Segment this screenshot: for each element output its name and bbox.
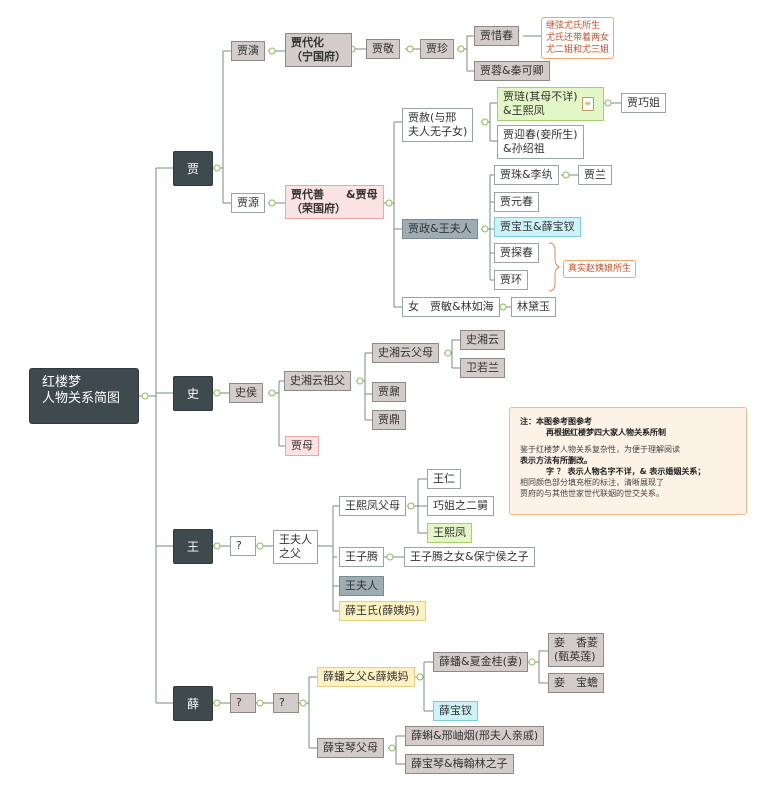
node-xue-ke[interactable]: 薛蝌&邢岫烟(邢夫人亲戚) [405, 726, 545, 746]
node-jia-zheng[interactable]: 贾政&王夫人 [402, 219, 478, 239]
node-jia-daishan[interactable]: 贾代善 &贾母 （荣国府） [285, 185, 384, 219]
surname-jia[interactable]: 贾 [173, 151, 213, 186]
node-shi-hou[interactable]: 史侯 [229, 383, 263, 403]
node-shi-xiangyun[interactable]: 史湘云 [460, 330, 505, 350]
node-lin-daiyu[interactable]: 林黛玉 [511, 297, 556, 317]
node-jia-zhen[interactable]: 贾珍 [420, 39, 454, 59]
node-wang-xifeng[interactable]: 王熙凤 [427, 523, 472, 543]
node-jia-lan[interactable]: 贾兰 [578, 165, 612, 185]
node-jia-she[interactable]: 贾赦(与邢 夫人无子女) [402, 108, 474, 142]
node-jia-jing[interactable]: 贾敬 [366, 39, 400, 59]
node-shi-nai[interactable]: 贾鼎 [372, 410, 406, 430]
node-xue-baoqin-parents[interactable]: 薛宝琴父母 [317, 738, 384, 758]
root-topic[interactable]: 红楼梦 人物关系简图 [29, 368, 139, 424]
node-shi-jiamu[interactable]: 贾母 [285, 436, 319, 456]
surname-shi[interactable]: 史 [173, 376, 213, 411]
node-wang-ziteng-daughter[interactable]: 王子腾之女&保宁侯之子 [404, 547, 535, 567]
node-wang-qiaojie-uncle[interactable]: 巧姐之二舅 [427, 496, 494, 516]
node-wang-father[interactable]: 王夫人 之父 [273, 530, 318, 564]
surname-xue[interactable]: 薛 [173, 686, 213, 721]
node-jia-yan[interactable]: 贾演 [231, 41, 265, 61]
node-shi-ding[interactable]: 贾鼐 [372, 382, 406, 402]
node-jia-tanchun[interactable]: 贾探春 [494, 243, 539, 263]
node-xue-baochan[interactable]: 妾 宝蟾 [548, 673, 604, 693]
node-jia-baoyu[interactable]: 贾宝玉&薛宝钗 [494, 217, 581, 237]
node-wang-ren[interactable]: 王仁 [427, 469, 461, 489]
node-wei-ruolan[interactable]: 卫若兰 [460, 358, 505, 378]
node-xue-unknown-2[interactable]: ? [273, 693, 299, 713]
node-jia-rong[interactable]: 贾蓉&秦可卿 [474, 61, 550, 81]
memo-line-5: 字 ？ 表示人物名字不详，& 表示婚姻关系； [546, 467, 706, 476]
node-xue-xiangling[interactable]: 妾 香菱 (甄英莲) [548, 633, 604, 667]
node-jia-yingchun[interactable]: 贾迎春(妾所生) &孙绍祖 [497, 125, 584, 159]
note-zhao: 真实赵姨娘所生 [563, 260, 637, 278]
node-wang-unknown[interactable]: ? [230, 536, 256, 556]
node-jia-min[interactable]: 女 贾敏&林如海 [402, 297, 500, 317]
node-xue-pan-parents[interactable]: 薛蟠之父&薛姨妈 [317, 667, 415, 687]
node-shi-grandfather[interactable]: 史湘云祖父 [284, 371, 351, 391]
memo-line-2: 再根据红楼梦四大家人物关系所制 [546, 428, 666, 437]
node-xue-baoqin[interactable]: 薛宝琴&梅翰林之子 [405, 754, 514, 774]
memo-line-1: 注：本图参考图参考 [520, 417, 592, 426]
memo-line-6: 相同颜色部分填充框的标注，清晰展现了 [520, 478, 664, 487]
memo-line-7: 贾府的与其他世家世代联姻的世交关系。 [520, 489, 664, 498]
node-xue-baochai[interactable]: 薛宝钗 [433, 701, 478, 721]
node-jia-yuan[interactable]: 贾源 [231, 193, 265, 213]
node-xue-unknown-1[interactable]: ? [230, 693, 256, 713]
node-jia-yuanchun[interactable]: 贾元春 [494, 192, 539, 212]
node-jia-huan[interactable]: 贾环 [494, 270, 528, 290]
node-jia-qiaojie[interactable]: 贾巧姐 [621, 93, 666, 113]
node-xue-pan[interactable]: 薛蟠&夏金桂(妻) [433, 652, 529, 672]
node-jia-daihua[interactable]: 贾代化 （宁国府） [285, 33, 352, 67]
note-youshi: 继弦尤氏所生 尤氏还带着两女 尤二姐和尤三姐 [541, 17, 615, 59]
memo-note[interactable]: 注：本图参考图参考 再根据红楼梦四大家人物关系所制 鉴于红楼梦人物关系复杂性，为… [509, 407, 747, 515]
memo-line-3: 鉴于红楼梦人物关系复杂性，为便于理解阅读 [520, 445, 680, 454]
node-wang-xueyima[interactable]: 薛王氏(薛姨妈) [339, 601, 426, 621]
node-jia-xichun[interactable]: 贾惜春 [474, 26, 519, 46]
node-jia-lian[interactable]: 贾琏(其母不详) &王熙凤≡ [497, 87, 604, 121]
node-jia-zhu[interactable]: 贾珠&李纨 [494, 165, 559, 185]
node-shi-parents[interactable]: 史湘云父母 [372, 343, 439, 363]
node-wang-xifeng-parents[interactable]: 王熙凤父母 [339, 496, 406, 516]
memo-line-4: 表示方法有所删改。 [520, 456, 592, 465]
node-jia-lian-label: 贾琏(其母不详) &王熙凤 [503, 90, 578, 117]
surname-wang[interactable]: 王 [173, 529, 213, 564]
note-icon[interactable]: ≡ [581, 97, 594, 111]
node-wang-furen[interactable]: 王夫人 [339, 576, 384, 596]
node-wang-ziteng[interactable]: 王子腾 [339, 547, 384, 567]
